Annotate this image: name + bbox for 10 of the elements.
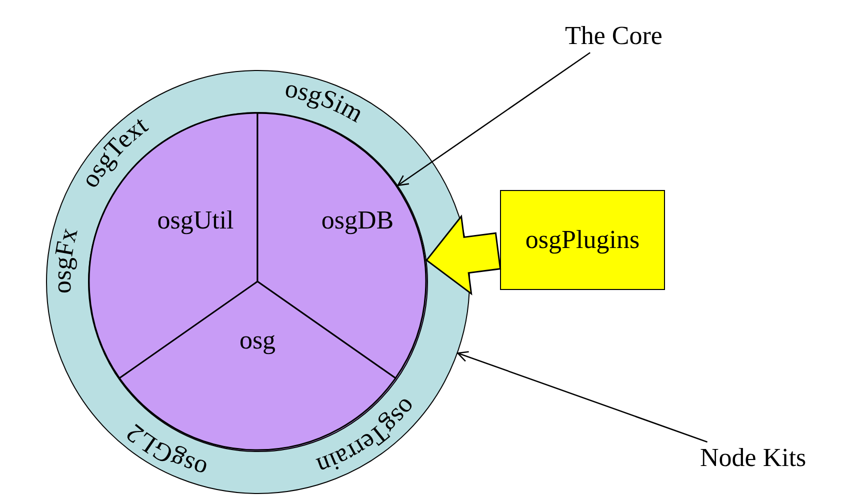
ring-label: osgSim [282, 74, 368, 128]
callout-text: The Core [565, 22, 662, 51]
sector-label: osg [238, 325, 276, 354]
sector-label: osgDB [320, 205, 394, 234]
leader-line [457, 351, 708, 443]
module-box: osgPlugins [500, 190, 665, 290]
leader-line [397, 52, 590, 186]
callout-text: Node Kits [700, 444, 806, 473]
sector-label: osgUtil [156, 205, 234, 234]
block-arrow [426, 214, 502, 296]
